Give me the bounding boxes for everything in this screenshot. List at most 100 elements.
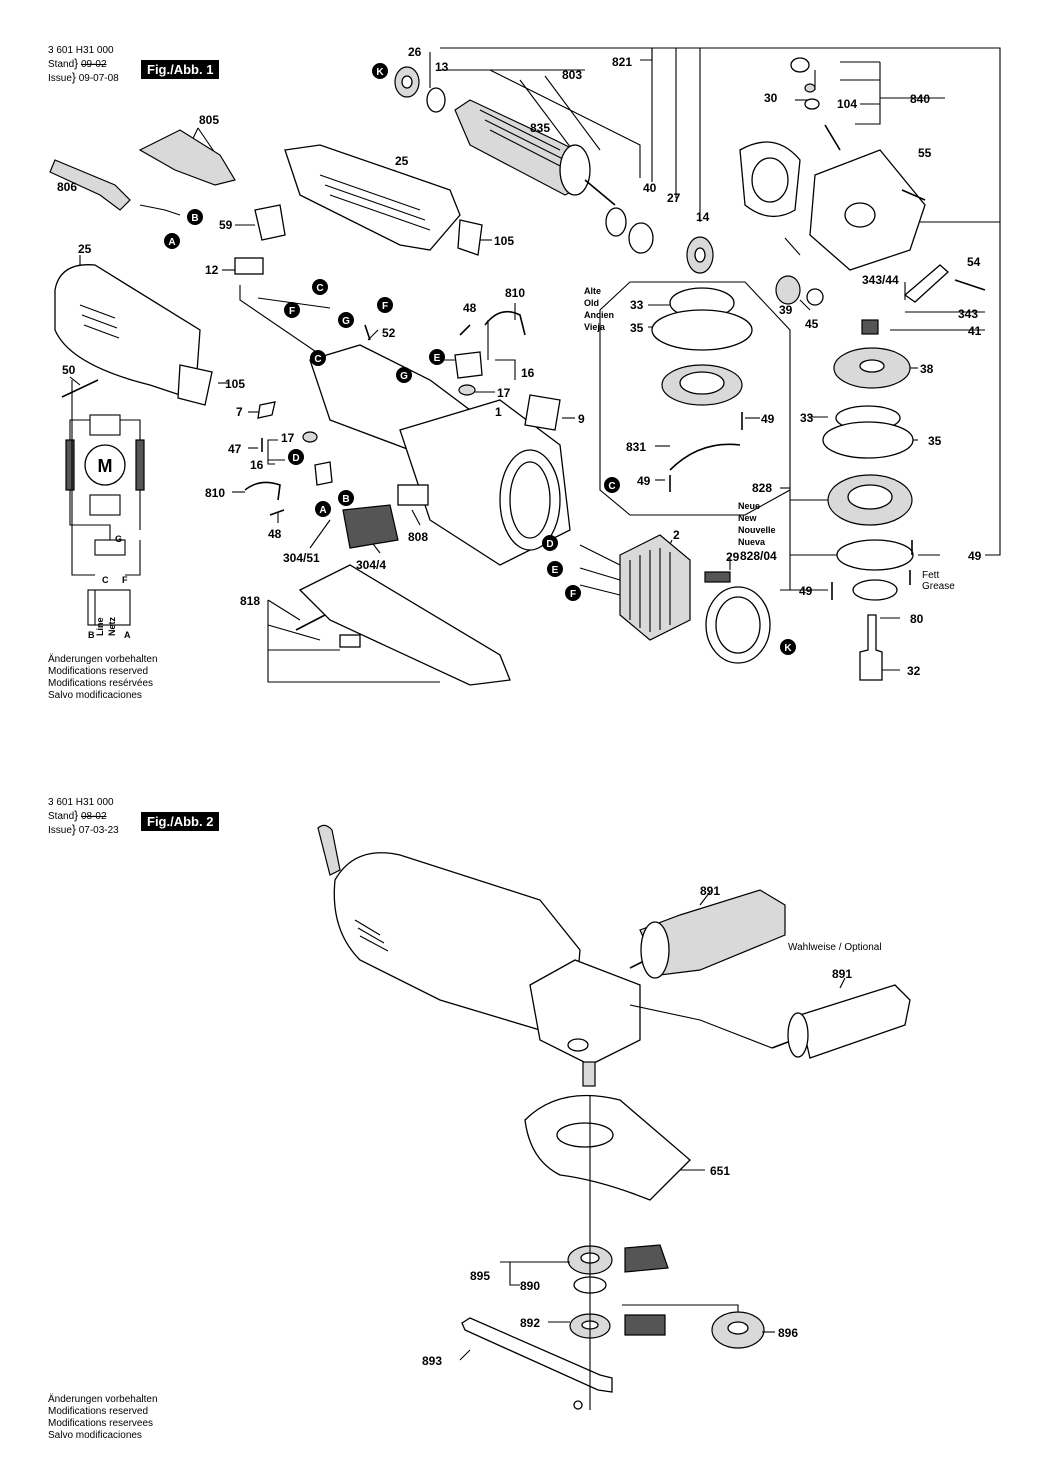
label-828-04: 828/04 (740, 549, 777, 563)
motor-schematic: M G C F B A Line Netz (65, 380, 145, 640)
spindle-32 (859, 614, 883, 681)
label-13: 13 (435, 60, 449, 74)
new-label-en: New (738, 513, 758, 523)
label-892: 892 (520, 1316, 540, 1330)
svg-text:A: A (319, 505, 326, 516)
field-coil-2 (619, 534, 691, 641)
new-label-es: Nueva (738, 537, 766, 547)
label-25-rear: 25 (78, 242, 92, 256)
marker-a-switch: A (315, 501, 331, 517)
label-9-text: 9 (578, 412, 585, 426)
armature-fan (559, 144, 591, 196)
label-47: 47 (228, 442, 242, 456)
old-label-de: Alte (584, 286, 601, 296)
marker-d-field: D (542, 535, 558, 551)
marker-d-clip: D (288, 449, 304, 465)
svg-text:C: C (314, 354, 321, 365)
sheet2-doc-code: 3 601 H31 000 (48, 797, 114, 808)
sheet1-leader-lines (69, 47, 1001, 683)
marker-k-baffle: K (780, 639, 796, 655)
label-49-new-2: 49 (799, 584, 813, 598)
bearing-41 (861, 319, 879, 335)
label-105-top-text: 105 (494, 234, 514, 248)
circuit-letter-a: A (124, 630, 131, 640)
label-803: 803 (562, 68, 582, 82)
label-14: 14 (696, 210, 710, 224)
label-895: 895 (470, 1269, 490, 1283)
aux-handle-891 (639, 889, 786, 976)
circuit-letter-f: F (122, 575, 128, 585)
circuit-label-line: Line (95, 617, 105, 636)
label-105-top (457, 219, 483, 256)
label-45: 45 (805, 317, 819, 331)
label-1: 1 (495, 405, 502, 419)
aux-handle-891-optional (799, 984, 911, 1059)
sheet2-note-fr: Modifications reservees (48, 1418, 154, 1429)
rear-cover-25 (54, 264, 213, 406)
ring-27 (628, 222, 654, 254)
svg-text:K: K (376, 67, 384, 78)
switch-59 (254, 204, 286, 241)
circlip-40 (605, 207, 627, 237)
power-cord (49, 129, 236, 216)
label-810-lower: 810 (205, 486, 225, 500)
marker-c-plate: C (310, 350, 326, 366)
label-17-top: 17 (497, 386, 511, 400)
bearing-26-bore (401, 75, 413, 89)
label-805: 805 (199, 113, 219, 127)
svg-text:D: D (292, 453, 299, 464)
pin-818 (295, 614, 326, 631)
label-343-44: 343/44 (862, 273, 899, 287)
label-12: 12 (205, 263, 219, 277)
label-2: 2 (673, 528, 680, 542)
label-828: 828 (752, 481, 772, 495)
spring-840 (804, 83, 816, 93)
label-25-top: 25 (395, 154, 409, 168)
label-835: 835 (530, 121, 550, 135)
new-label-fr: Nouvelle (738, 525, 776, 535)
screw-54 (954, 279, 986, 291)
sheet2-header: 3 601 H31 000 Stand} 08-02 Issue} 07-03-… (48, 797, 119, 837)
sheet1-stand-label: Stand (48, 59, 75, 70)
marker-g-brush: G (338, 312, 354, 328)
svg-text:F: F (570, 589, 576, 600)
sheet1-note-es: Salvo modificaciones (48, 690, 142, 701)
guard-651 (524, 1094, 691, 1201)
marker-f-field: F (565, 585, 581, 601)
label-38: 38 (920, 362, 934, 376)
label-831: 831 (626, 440, 646, 454)
label-821: 821 (612, 55, 632, 69)
sheet1-drawing: M G C F B A Line Netz (49, 45, 1001, 686)
label-840: 840 (910, 92, 930, 106)
switch-lever-818 (298, 564, 511, 686)
label-105-bottom-text: 105 (225, 377, 245, 391)
sheet2-issue-date: 07-03-23 (78, 825, 119, 836)
label-806: 806 (57, 180, 77, 194)
label-304-51: 304/51 (283, 551, 320, 565)
old-label-fr: Ancien (584, 310, 614, 320)
brush-810-bottom (244, 481, 281, 501)
svg-text:G: G (400, 371, 408, 382)
svg-text:B: B (191, 213, 198, 224)
svg-text:K: K (784, 643, 792, 654)
sheet1-note-fr: Modifications resérvées (48, 678, 154, 689)
label-818: 818 (240, 594, 260, 608)
sheet1-fig-label: Fig./Abb. 1 (141, 60, 220, 79)
bearing-13 (426, 87, 446, 113)
marker-f-terminal: F (377, 297, 393, 313)
sheet1-issue-label: Issue (48, 73, 72, 84)
sheet2-issue-row: Issue} 07-03-23 (48, 822, 119, 836)
marker-b-switch: B (338, 490, 354, 506)
label-9 (524, 394, 561, 431)
svg-text:F: F (289, 306, 295, 317)
marker-c-brush: C (312, 279, 328, 295)
flange-895-section (624, 1244, 669, 1273)
screw-48-top (459, 324, 471, 336)
label-52: 52 (382, 326, 396, 340)
pinion-39 (775, 275, 801, 305)
sheet1-issue-row: Issue} 09-07-08 (48, 70, 119, 84)
spring-17 (458, 384, 476, 396)
label-893: 893 (422, 1354, 442, 1368)
seal-828-04 (836, 539, 914, 571)
label-105-bottom (177, 364, 213, 406)
